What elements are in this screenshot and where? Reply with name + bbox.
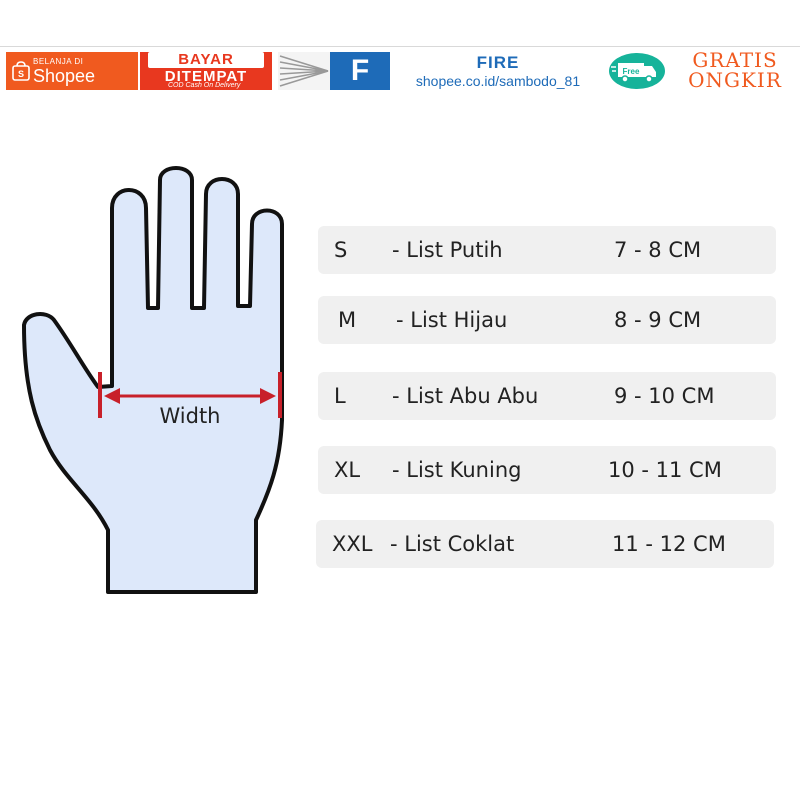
free-label: Free — [623, 67, 640, 76]
size-code: L — [334, 384, 346, 408]
store-name: FIRE — [476, 53, 520, 72]
size-range: 10 - 11 CM — [608, 458, 722, 482]
svg-text:S: S — [18, 69, 24, 79]
width-label: Width — [159, 404, 220, 428]
list-color: - List Coklat — [390, 532, 515, 556]
brand-letter-logo: F — [330, 52, 390, 90]
ongkir-line: ONGKIR — [688, 68, 782, 92]
size-range: 7 - 8 CM — [614, 238, 702, 262]
shopee-small-text: BELANJA DI — [33, 57, 84, 66]
size-row-l: L - List Abu Abu 9 - 10 CM — [318, 372, 776, 420]
size-row-m: M - List Hijau 8 - 9 CM — [318, 296, 776, 344]
size-code: XL — [334, 458, 361, 482]
size-code: S — [334, 238, 348, 262]
list-color: - List Abu Abu — [392, 384, 539, 408]
gratis-line: GRATIS — [692, 48, 778, 72]
shopping-bag-icon: S — [12, 61, 30, 81]
promo-banner: S BELANJA DI Shopee BAYAR DITEMPAT COD C… — [0, 50, 800, 94]
cod-bottom-text: DITEMPAT — [164, 68, 248, 85]
width-arrow-left-head — [104, 388, 120, 404]
top-divider — [0, 46, 800, 47]
hand-outline — [22, 166, 284, 594]
size-range: 8 - 9 CM — [614, 308, 702, 332]
shopee-logo-text: Shopee — [33, 66, 96, 86]
store-url: shopee.co.id/sambodo_81 — [415, 73, 581, 89]
list-color: - List Kuning — [392, 458, 522, 482]
cod-badge: BAYAR DITEMPAT COD Cash On Delivery — [140, 52, 272, 90]
size-row-s: S - List Putih 7 - 8 CM — [318, 226, 776, 274]
glove-hand-diagram: Width — [22, 166, 284, 594]
size-code: M — [338, 308, 357, 332]
shopee-badge: S BELANJA DI Shopee — [6, 52, 138, 90]
free-shipping-truck-icon: Free — [609, 53, 665, 89]
size-row-xxl: XXL - List Coklat 11 - 12 CM — [316, 520, 774, 568]
size-row-xl: XL - List Kuning 10 - 11 CM — [318, 446, 776, 494]
list-color: - List Putih — [392, 238, 503, 262]
free-shipping-text: GRATIS ONGKIR — [672, 50, 798, 90]
store-info: FIRE shopee.co.id/sambodo_81 — [394, 54, 602, 90]
list-color: - List Hijau — [396, 308, 508, 332]
size-range: 9 - 10 CM — [614, 384, 715, 408]
width-arrow-right-head — [260, 388, 276, 404]
size-code: XXL — [332, 532, 373, 556]
cod-caption: COD Cash On Delivery — [168, 82, 241, 89]
size-range: 11 - 12 CM — [612, 532, 726, 556]
cod-top-text: BAYAR — [178, 51, 234, 68]
speed-stripes-icon — [278, 52, 330, 90]
